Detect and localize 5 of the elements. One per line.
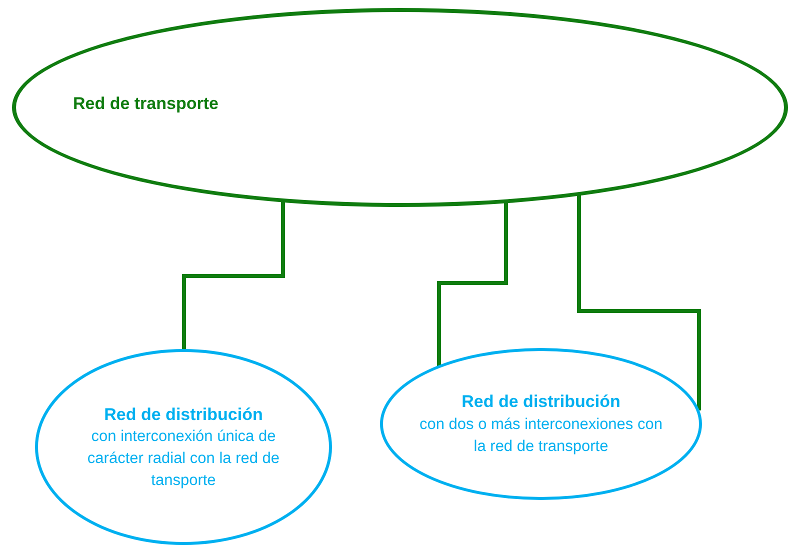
node-title: Red de transporte bbox=[73, 92, 218, 115]
node-title: Red de distribución bbox=[104, 404, 263, 426]
node-description: con dos o más interconexiones con la red de transporte bbox=[418, 415, 664, 457]
node-title: Red de distribución bbox=[462, 391, 620, 414]
node-description: con interconexión única de carácter radial con la red de tansporte bbox=[86, 427, 281, 491]
